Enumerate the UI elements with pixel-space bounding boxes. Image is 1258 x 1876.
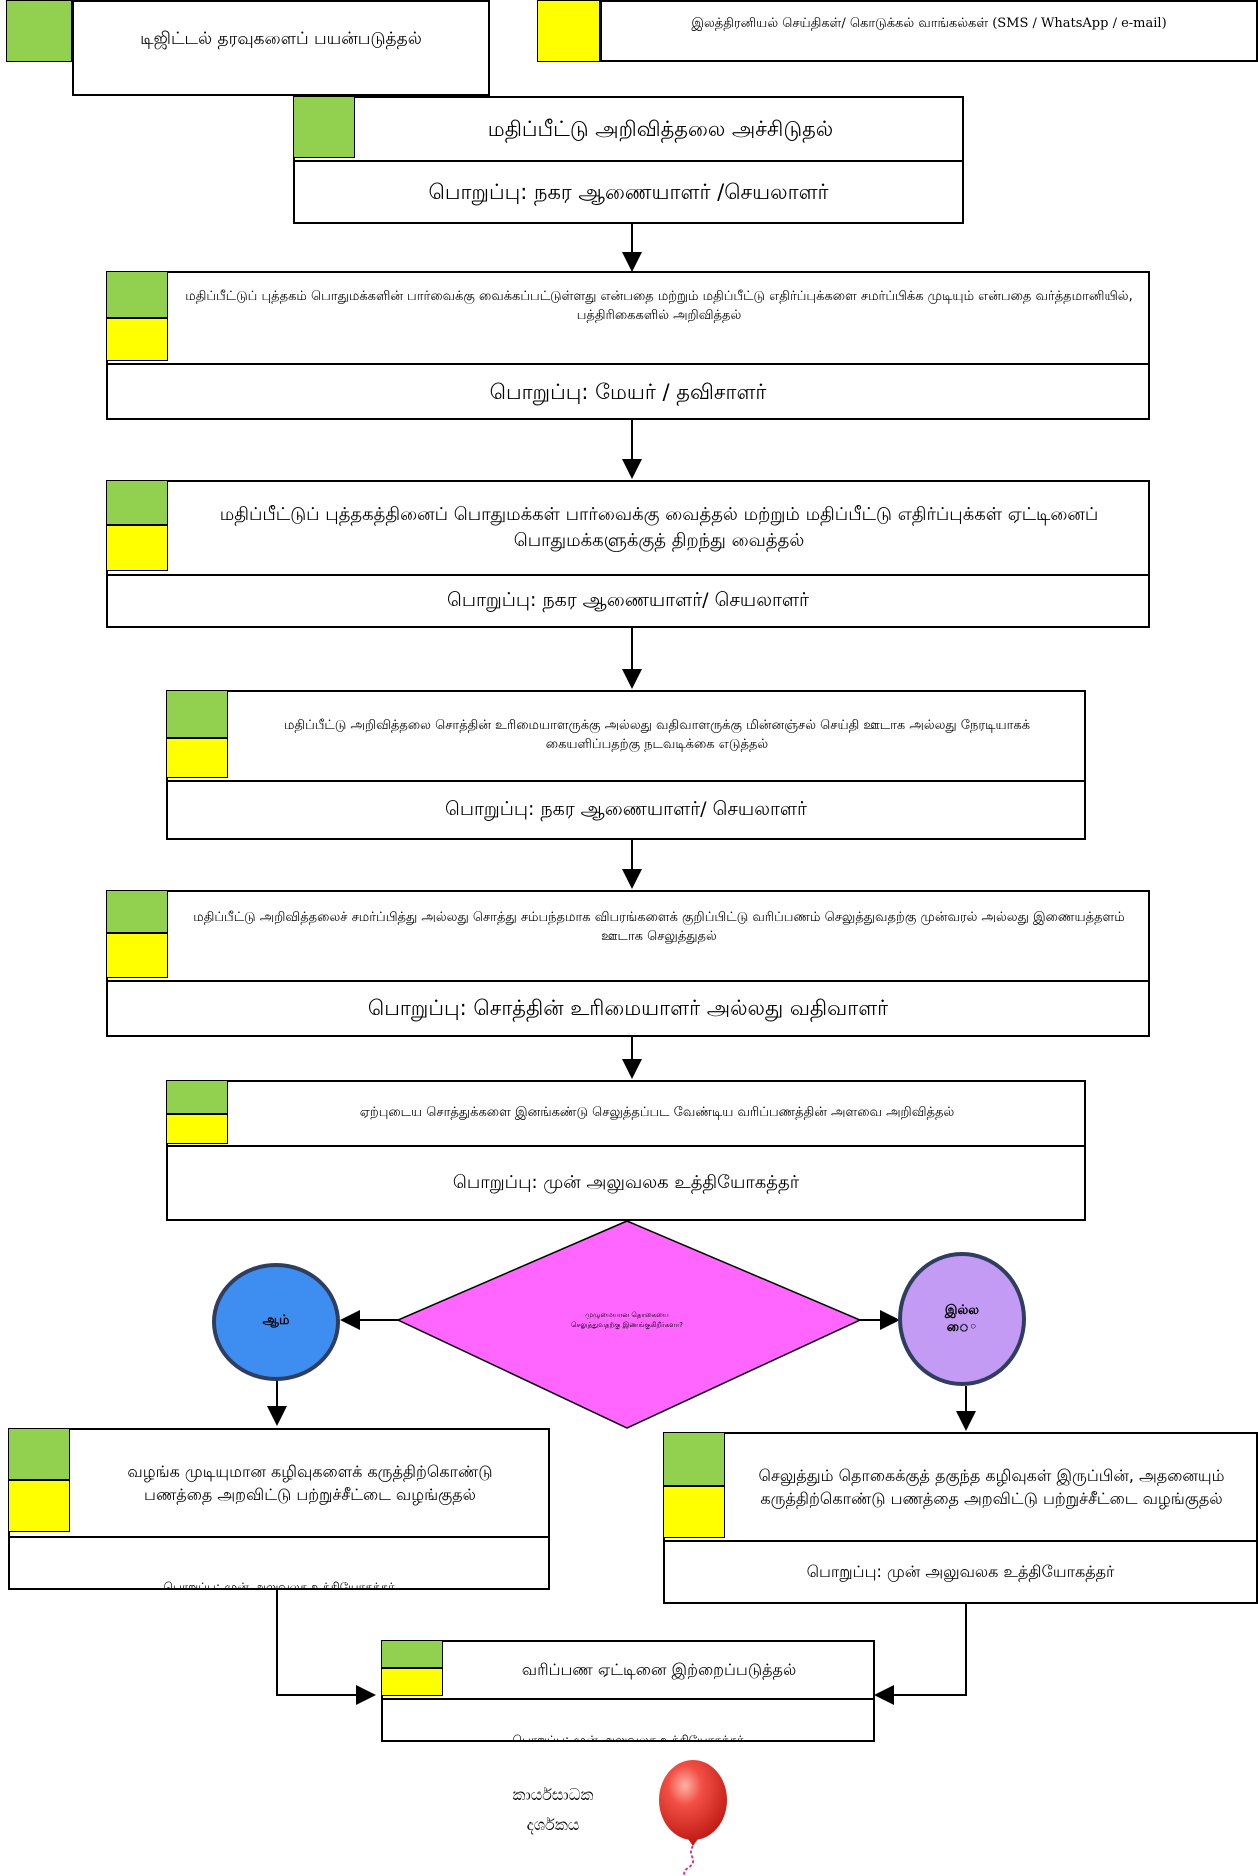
final-step-responsibility: பொறுப்பு: முன் அலுவலக உத்தியோகத்தர் — [512, 1733, 744, 1742]
step-1-responsibility: பொறுப்பு: நகர ஆணையாளர் /செயலாளர் — [428, 179, 829, 204]
yes-branch-box: வழங்க முடியுமான கழிவுகளைக் கருத்திற்கொண்… — [8, 1428, 550, 1590]
yellow-marker — [8, 1480, 70, 1532]
final-step-text: வரிப்பண ஏட்டினை இற்றைப்படுத்தல் — [521, 1660, 797, 1680]
yellow-marker — [166, 1114, 228, 1144]
no-branch-text: செலுத்தும் தொகைக்குத் தகுந்த கழிவுகள் இர… — [758, 1465, 1225, 1508]
digital-data-label: டிஜிட்டல் தரவுகளைப் பயன்படுத்தல் — [140, 29, 422, 50]
step-3-text: மதிப்பீட்டுப் புத்தகத்தினைப் பொதுமக்கள் … — [219, 503, 1099, 551]
green-marker — [8, 1428, 70, 1480]
logo-line-2: දර්ශකය — [526, 1815, 580, 1834]
green-marker — [663, 1432, 725, 1486]
green-marker — [106, 480, 168, 525]
arrow-yes-to-final — [276, 1590, 376, 1705]
final-step-box: வரிப்பண ஏட்டினை இற்றைப்படுத்தல் பொறுப்பு… — [381, 1640, 875, 1742]
yellow-marker — [537, 0, 600, 62]
step-4-box: மதிப்பீட்டு அறிவித்தலை சொத்தின் உரிமையாள… — [166, 690, 1086, 840]
yellow-marker — [381, 1668, 443, 1696]
logo-text: කාර්යසාධක දර්ශකය — [478, 1770, 628, 1850]
step-4-text: மதிப்பீட்டு அறிவித்தலை சொத்தின் உரிமையாள… — [283, 718, 1031, 752]
decision-diamond — [396, 1220, 862, 1429]
decision-question-line-1: முழுமையான தொகையை — [585, 1310, 669, 1319]
step-2-text: மதிப்பீட்டுப் புத்தகம் பொதுமக்களின் பார்… — [185, 289, 1133, 323]
arrow-no-to-final — [874, 1604, 967, 1705]
yellow-marker — [106, 525, 168, 571]
no-branch-responsibility: பொறுப்பு: முன் அலுவலக உத்தியோகத்தர் — [806, 1562, 1115, 1582]
yellow-marker — [166, 738, 228, 778]
step-5-text: மதிப்பீட்டு அறிவித்தலைச் சமர்ப்பித்து அல… — [193, 910, 1125, 944]
no-label-line-2: ை◦ — [946, 1320, 978, 1335]
no-circle — [898, 1252, 1026, 1386]
logo-line-1: කාර්යසාධක — [512, 1784, 594, 1804]
green-marker — [293, 96, 355, 158]
electronic-messages-box: இலத்திரனியல் செய்திகள்/ கொடுக்கல் வாங்கல… — [600, 0, 1258, 62]
yes-circle — [212, 1263, 340, 1381]
yes-label: ஆம் — [262, 1312, 290, 1328]
step-1-box: மதிப்பீட்டு அறிவித்தலை அச்சிடுதல் பொறுப்… — [293, 96, 964, 224]
step-2-responsibility: பொறுப்பு: மேயர் / தவிசாளர் — [489, 379, 767, 404]
step-6-responsibility: பொறுப்பு: முன் அலுவலக உத்தியோகத்தர் — [452, 1171, 800, 1193]
digital-data-box: டிஜிட்டல் தரவுகளைப் பயன்படுத்தல் — [72, 0, 490, 96]
green-marker — [166, 1080, 228, 1114]
step-1-text: மதிப்பீட்டு அறிவித்தலை அச்சிடுதல் — [487, 116, 834, 141]
step-2-box: மதிப்பீட்டுப் புத்தகம் பொதுமக்களின் பார்… — [106, 271, 1150, 420]
no-label: இல்ல ை◦ — [922, 1295, 1002, 1345]
balloon-icon — [659, 1760, 727, 1876]
yellow-marker — [663, 1486, 725, 1538]
step-4-responsibility: பொறுப்பு: நகர ஆணையாளர்/ செயலாளர் — [445, 798, 807, 821]
green-marker — [6, 0, 72, 62]
green-marker — [381, 1640, 443, 1668]
decision-question: முழுமையான தொகையை செலுத்துவதற்கு இணங்குகி… — [500, 1300, 754, 1340]
decision-question-line-2: செலுத்துவதற்கு இணங்குகிறீர்களா? — [571, 1321, 683, 1329]
step-5-responsibility: பொறுப்பு: சொத்தின் உரிமையாளர் அல்லது வதி… — [367, 996, 889, 1021]
green-marker — [166, 690, 228, 738]
green-marker — [106, 890, 168, 933]
no-label-line-1: இல்ல — [944, 1303, 980, 1319]
step-3-box: மதிப்பீட்டுப் புத்தகத்தினைப் பொதுமக்கள் … — [106, 480, 1150, 628]
step-6-text: ஏற்புடைய சொத்துக்களை இனங்கண்டு செலுத்தப்… — [359, 1105, 955, 1121]
yellow-marker — [106, 933, 168, 978]
step-5-box: மதிப்பீட்டு அறிவித்தலைச் சமர்ப்பித்து அல… — [106, 890, 1150, 1037]
step-3-responsibility: பொறுப்பு: நகர ஆணையாளர்/ செயலாளர் — [447, 589, 809, 612]
no-branch-box: செலுத்தும் தொகைக்குத் தகுந்த கழிவுகள் இர… — [663, 1432, 1258, 1604]
step-6-box: ஏற்புடைய சொத்துக்களை இனங்கண்டு செலுத்தப்… — [166, 1080, 1086, 1221]
green-marker — [106, 271, 168, 318]
electronic-messages-label: இலத்திரனியல் செய்திகள்/ கொடுக்கல் வாங்கல… — [691, 15, 1167, 31]
yes-branch-text: வழங்க முடியுமான கழிவுகளைக் கருத்திற்கொண்… — [127, 1461, 493, 1504]
yes-branch-responsibility: பொறுப்பு: முன் அலுவலக உத்தியோகத்தர் — [163, 1580, 395, 1590]
yellow-marker — [106, 318, 168, 361]
performance-indicator-logo: කාර්යසාධක දර්ශකය — [478, 1760, 778, 1876]
